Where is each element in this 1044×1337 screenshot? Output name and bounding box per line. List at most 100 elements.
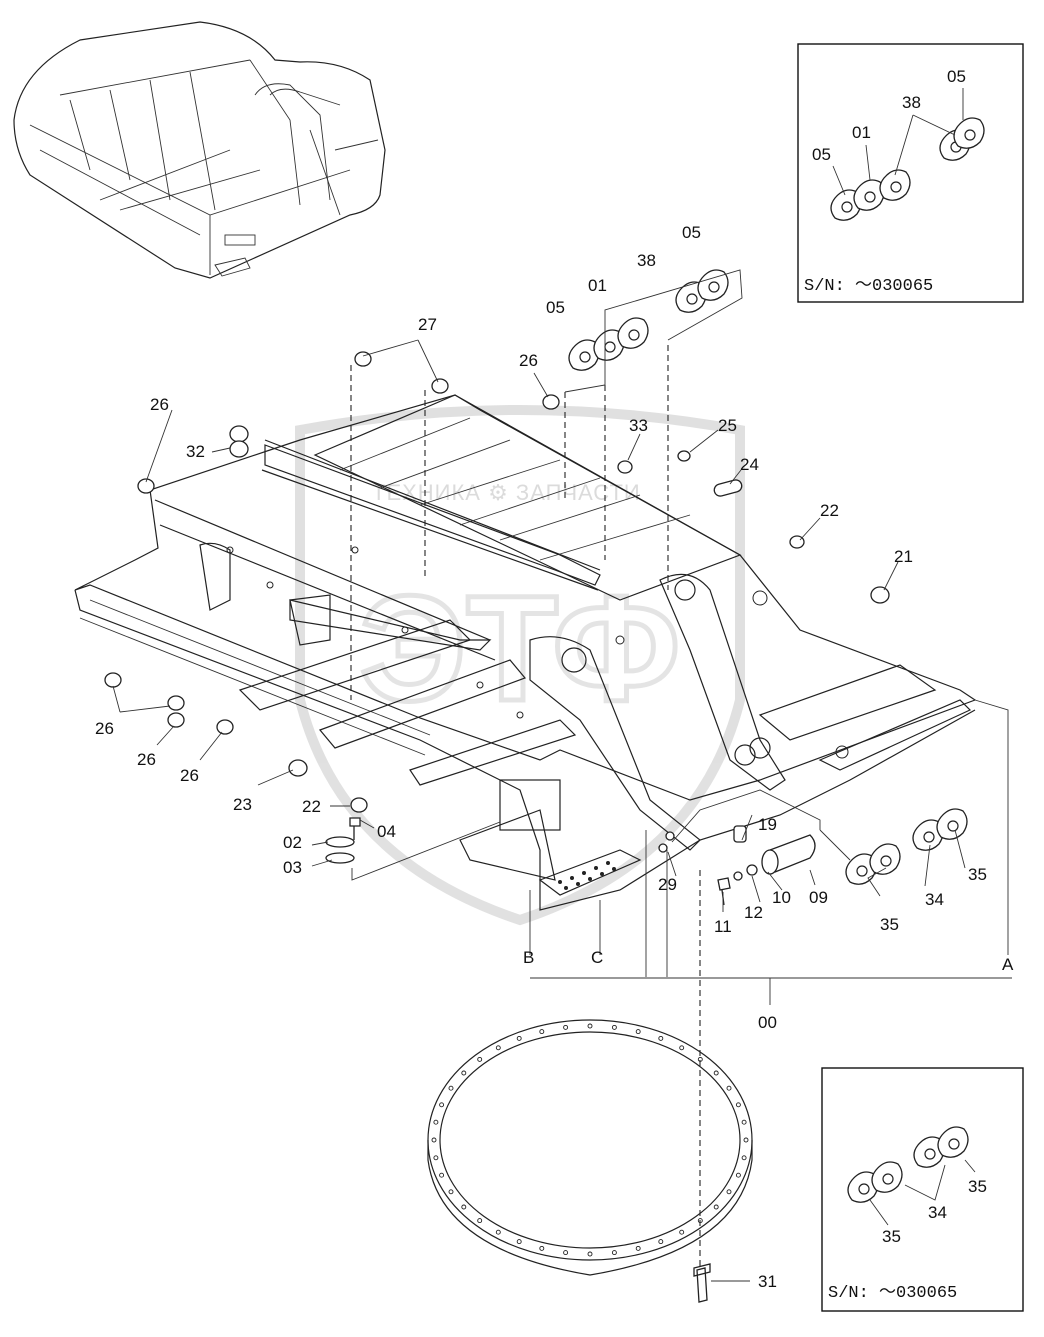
nut-29-b (658, 843, 668, 853)
ring-bolt-hole (726, 1085, 732, 1091)
shim-38 (879, 169, 911, 201)
ring-bolt-hole (679, 1229, 685, 1235)
cap-27-left (354, 351, 372, 367)
slot-24 (713, 479, 743, 497)
watermark-logo: ЭТФ (360, 564, 681, 732)
callout-01-main: 01 (588, 276, 607, 295)
callout-09: 09 (809, 888, 828, 907)
callout-23: 23 (233, 795, 252, 814)
ring-bolt-hole (635, 1245, 641, 1251)
ring-bolt-hole (743, 1137, 749, 1143)
callout-22-top: 22 (820, 501, 839, 520)
ring-bolt-hole (735, 1172, 741, 1178)
callout-32: 32 (186, 442, 205, 461)
ring-bolt-hole (439, 1102, 445, 1108)
ring-bolt-hole (477, 1218, 483, 1224)
callout-26-top-left: 26 (150, 395, 169, 414)
callout-00: 00 (758, 1013, 777, 1032)
callout-35-main-left: 35 (880, 915, 899, 934)
callout-05-main-right: 05 (682, 223, 701, 242)
cap-32-b (229, 440, 249, 458)
ring-bolt-hole (658, 1239, 664, 1245)
reference-a: A (1002, 955, 1014, 974)
callout-04: 04 (377, 822, 396, 841)
ring-bolt-hole (587, 1251, 593, 1257)
leader-lines (112, 269, 1012, 1282)
loose-parts (104, 269, 968, 1303)
ring-bolt-hole (611, 1250, 617, 1256)
cap-26-l3 (167, 712, 185, 728)
inset1-callout-38: 38 (902, 93, 921, 112)
inset1-callout-05-right: 05 (947, 67, 966, 86)
ring-bolt-hole (735, 1102, 741, 1108)
ring-bolt-hole (563, 1250, 569, 1256)
cap-26-l1 (104, 672, 122, 688)
ring-bolt-hole (741, 1155, 747, 1161)
inset2-shim-stack (847, 1126, 969, 1203)
callout-11: 11 (714, 917, 732, 936)
ring-bolt-hole (635, 1029, 641, 1035)
inset2-callout-34: 34 (928, 1203, 947, 1222)
cap-25 (677, 450, 691, 462)
ring-bolt-hole (516, 1035, 522, 1041)
cap-23 (288, 759, 308, 777)
watermark: ТЕХНИКА ⚙ ЗАПЧАСТИ ЭТФ (295, 405, 745, 926)
watermark-text: ТЕХНИКА ⚙ ЗАПЧАСТИ (372, 480, 641, 505)
shim-01 (853, 179, 885, 211)
callout-35-main-right: 35 (968, 865, 987, 884)
ring-bolt-hole (516, 1239, 522, 1245)
ring-bolt-hole (431, 1137, 437, 1143)
inset1-serial-label: S/N: ～030065 (804, 277, 933, 296)
cap-22-bottom (350, 797, 368, 813)
callout-26-left-1: 26 (95, 719, 114, 738)
inset2-callout-35-right: 35 (968, 1177, 987, 1196)
ring-bolt-hole (433, 1155, 439, 1161)
cap-32-a (229, 425, 249, 443)
callout-25: 25 (718, 416, 737, 435)
inset2-serial-label: S/N: ～030065 (828, 1284, 957, 1303)
inset1-callout-01: 01 (852, 123, 871, 142)
cap-21 (870, 586, 890, 604)
callout-19: 19 (758, 815, 777, 834)
callout-10: 10 (772, 888, 791, 907)
inset1-callout-05-left: 05 (812, 145, 831, 164)
shim-stack-main-top (568, 269, 729, 371)
bolt-31 (693, 1263, 711, 1303)
ring-bolt-hole (587, 1023, 593, 1029)
callout-31: 31 (758, 1272, 777, 1291)
callout-26-left-3: 26 (180, 766, 199, 785)
inset-box-late-serial: 35 34 35 S/N: ～030065 (821, 1067, 1024, 1312)
ring-bolt-hole (563, 1024, 569, 1030)
ring-bolt-hole (539, 1245, 545, 1251)
ring-bolt-hole (658, 1035, 664, 1041)
cap-26-top (542, 394, 560, 410)
callout-22-bottom: 22 (302, 797, 321, 816)
ring-bolt-hole (741, 1119, 747, 1125)
washer-12 (733, 871, 743, 881)
callout-05-main-left: 05 (546, 298, 565, 317)
bolt-04 (349, 817, 361, 840)
callout-26-left-2: 26 (137, 750, 156, 769)
ring-bolt-hole (726, 1189, 732, 1195)
inset2-callout-35-left: 35 (882, 1227, 901, 1246)
ring-bolt-hole (495, 1229, 501, 1235)
reference-c: C (591, 948, 603, 967)
ring-bolt-hole (611, 1024, 617, 1030)
callout-24: 24 (740, 455, 759, 474)
callout-33: 33 (629, 416, 648, 435)
callout-34-main: 34 (925, 890, 944, 909)
ring-bolt-hole (461, 1070, 467, 1076)
cylinder-09-end (761, 849, 779, 875)
ring-bolt-hole (679, 1045, 685, 1051)
ring-bolt-hole (713, 1204, 719, 1210)
ring-bolt-hole (433, 1119, 439, 1125)
callout-12: 12 (744, 903, 763, 922)
cap-26-l4 (216, 719, 234, 735)
callout-21: 21 (894, 547, 913, 566)
callout-03: 03 (283, 858, 302, 877)
callout-29: 29 (658, 875, 677, 894)
callout-27: 27 (418, 315, 437, 334)
callout-labels: 27 26 32 26 05 01 38 05 33 25 24 22 21 2… (95, 223, 1014, 1291)
inset-box-early-serial: 05 01 38 05 S/N: ～030065 (797, 43, 1024, 303)
